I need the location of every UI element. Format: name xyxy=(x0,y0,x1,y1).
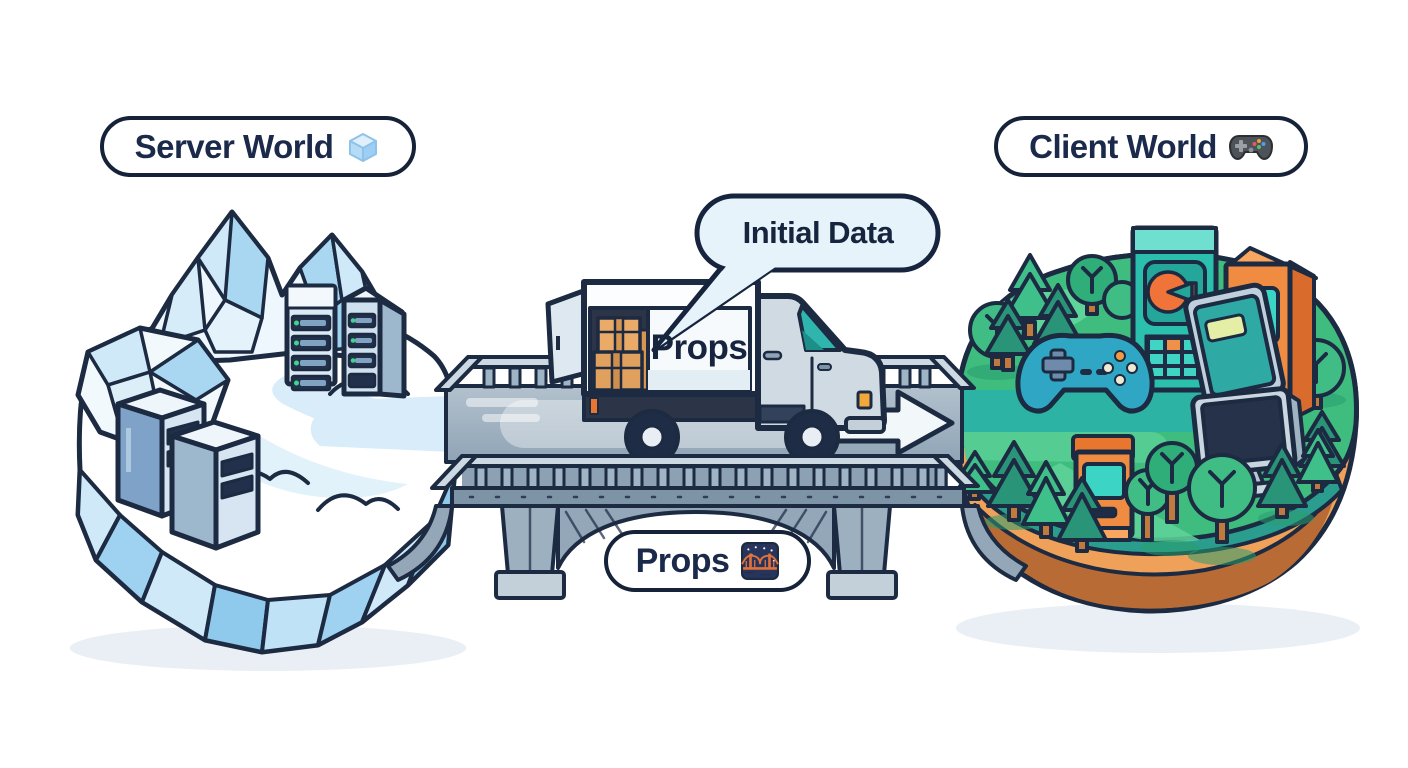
cardboard-boxes xyxy=(592,316,650,392)
truck-wheels xyxy=(624,409,840,465)
arcade-machine-small xyxy=(1071,434,1135,542)
handheld-console xyxy=(1183,282,1286,409)
round-tree xyxy=(1187,453,1257,544)
delivery-truck xyxy=(545,279,887,465)
client-island-shadow xyxy=(956,603,1360,653)
arrow-right-icon xyxy=(833,389,955,456)
client-world-pill: Client World xyxy=(994,116,1308,177)
pine-tree xyxy=(984,298,1032,372)
bridge-railing-bottom xyxy=(430,454,980,508)
server-world-label: Server World xyxy=(134,127,334,165)
initial-data-label: Initial Data xyxy=(742,215,894,250)
headlight xyxy=(856,390,873,410)
bridge-props-label: Props xyxy=(635,541,730,580)
speech-bubble xyxy=(651,193,941,353)
bridge-piers xyxy=(386,504,1028,600)
pine-tree xyxy=(1056,476,1108,553)
pine-tree xyxy=(1256,442,1308,519)
pine-tree xyxy=(1296,428,1340,493)
initial-data-callout: Initial Data xyxy=(697,196,939,270)
server-rack xyxy=(341,285,407,399)
server-world-island xyxy=(75,209,459,655)
pacman-logo xyxy=(1146,270,1198,314)
bridge-night-icon xyxy=(741,542,780,580)
ice-cube-icon xyxy=(345,129,381,165)
game-controller xyxy=(1015,332,1155,414)
pine-tree xyxy=(1021,460,1071,539)
truck-props-panel: Props xyxy=(646,306,752,390)
truck-chassis xyxy=(582,392,762,422)
server-rack xyxy=(284,283,338,392)
bridge-props-pill: Props xyxy=(604,530,811,592)
client-world-island xyxy=(954,225,1359,614)
server-world-pill: Server World xyxy=(100,116,416,177)
truck-cab xyxy=(755,293,887,434)
server-rack xyxy=(169,419,261,551)
bumper xyxy=(844,416,886,434)
client-world-label: Client World xyxy=(1029,127,1217,165)
gamepad-icon xyxy=(1228,131,1273,163)
trees-front xyxy=(954,428,1340,553)
truck-props-label: Props xyxy=(650,328,748,367)
